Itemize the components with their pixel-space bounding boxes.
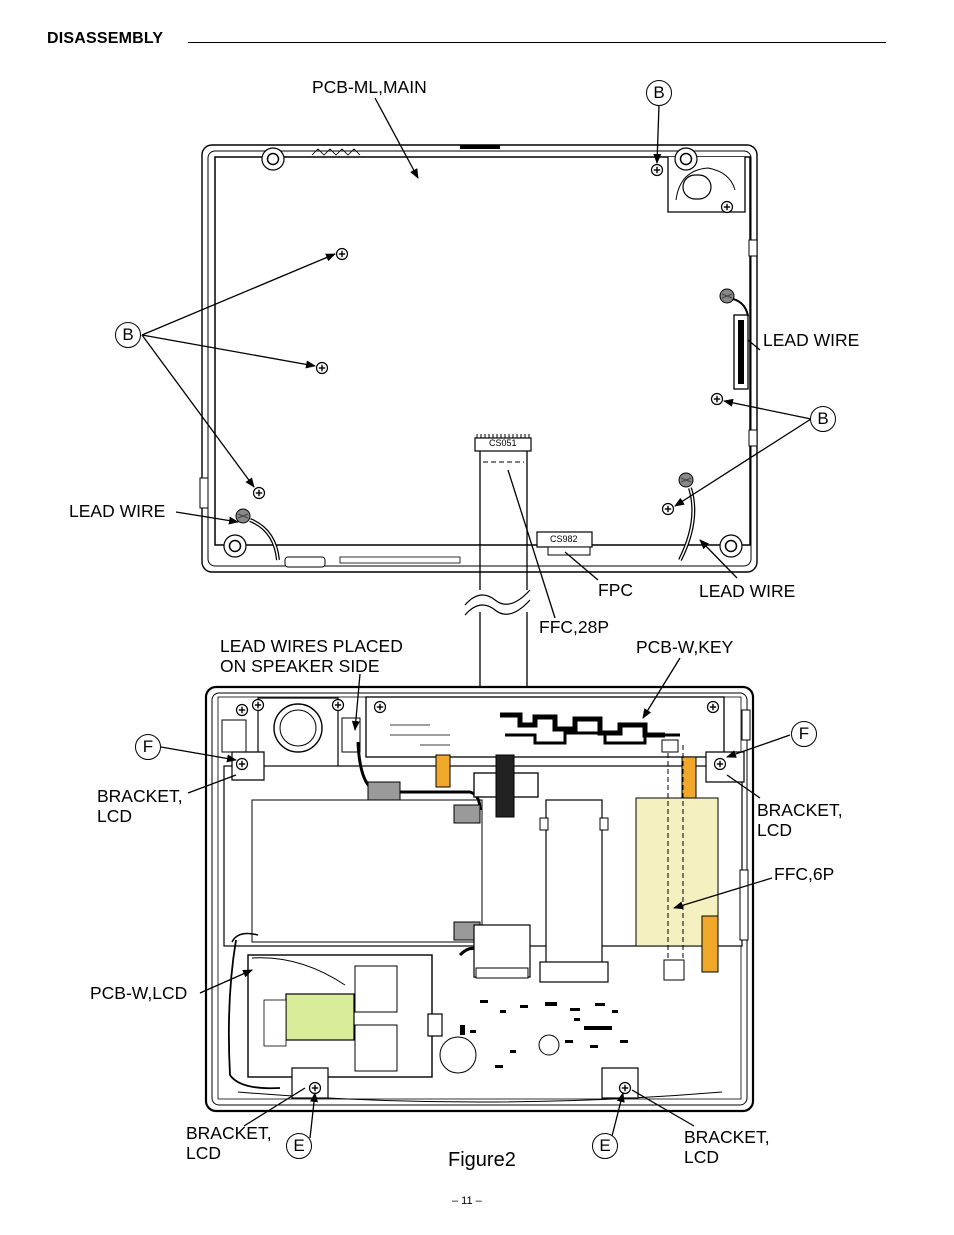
label-lead-wire-left: LEAD WIRE: [69, 501, 166, 521]
lcd-unit-housing: [204, 685, 755, 1113]
callout-b-left: B: [115, 322, 141, 348]
callout-b-top: B: [646, 80, 672, 106]
label-pcb-w-lcd: PCB-W,LCD: [90, 983, 188, 1003]
label-lead-wires-speaker: LEAD WIRES PLACED ON SPEAKER SIDE: [220, 636, 403, 676]
label-bracket-lcd-right: BRACKET, LCD: [757, 800, 843, 840]
page-number: – 11 –: [452, 1195, 482, 1207]
figure-caption: Figure2: [448, 1149, 516, 1171]
label-pcb-ml-main: PCB-ML,MAIN: [312, 77, 427, 97]
label-ffc-28p: FFC,28P: [539, 617, 610, 637]
cs051-label: CS051: [489, 438, 517, 448]
label-fpc: FPC: [598, 580, 633, 600]
callout-b-right: B: [810, 406, 836, 432]
label-lead-wire-right: LEAD WIRE: [763, 330, 860, 350]
label-bracket-lcd-bottom-left: BRACKET, LCD: [186, 1123, 272, 1163]
label-pcb-w-key: PCB-W,KEY: [636, 637, 734, 657]
callout-f-right: F: [791, 721, 817, 747]
callout-e-left: E: [286, 1133, 312, 1159]
section-title: DISASSEMBLY: [47, 30, 164, 47]
callout-e-right: E: [592, 1133, 618, 1159]
label-lead-wire-bottom: LEAD WIRE: [699, 581, 796, 601]
header-rule: [188, 42, 886, 43]
label-bracket-lcd-left: BRACKET, LCD: [97, 786, 183, 826]
leader-lines: [141, 97, 812, 1139]
label-bracket-lcd-bottom-right: BRACKET, LCD: [684, 1127, 770, 1167]
callout-f-left: F: [135, 734, 161, 760]
label-ffc-6p: FFC,6P: [774, 864, 835, 884]
lead-wire-ends: [235, 288, 735, 561]
cs982-label: CS982: [550, 534, 578, 544]
